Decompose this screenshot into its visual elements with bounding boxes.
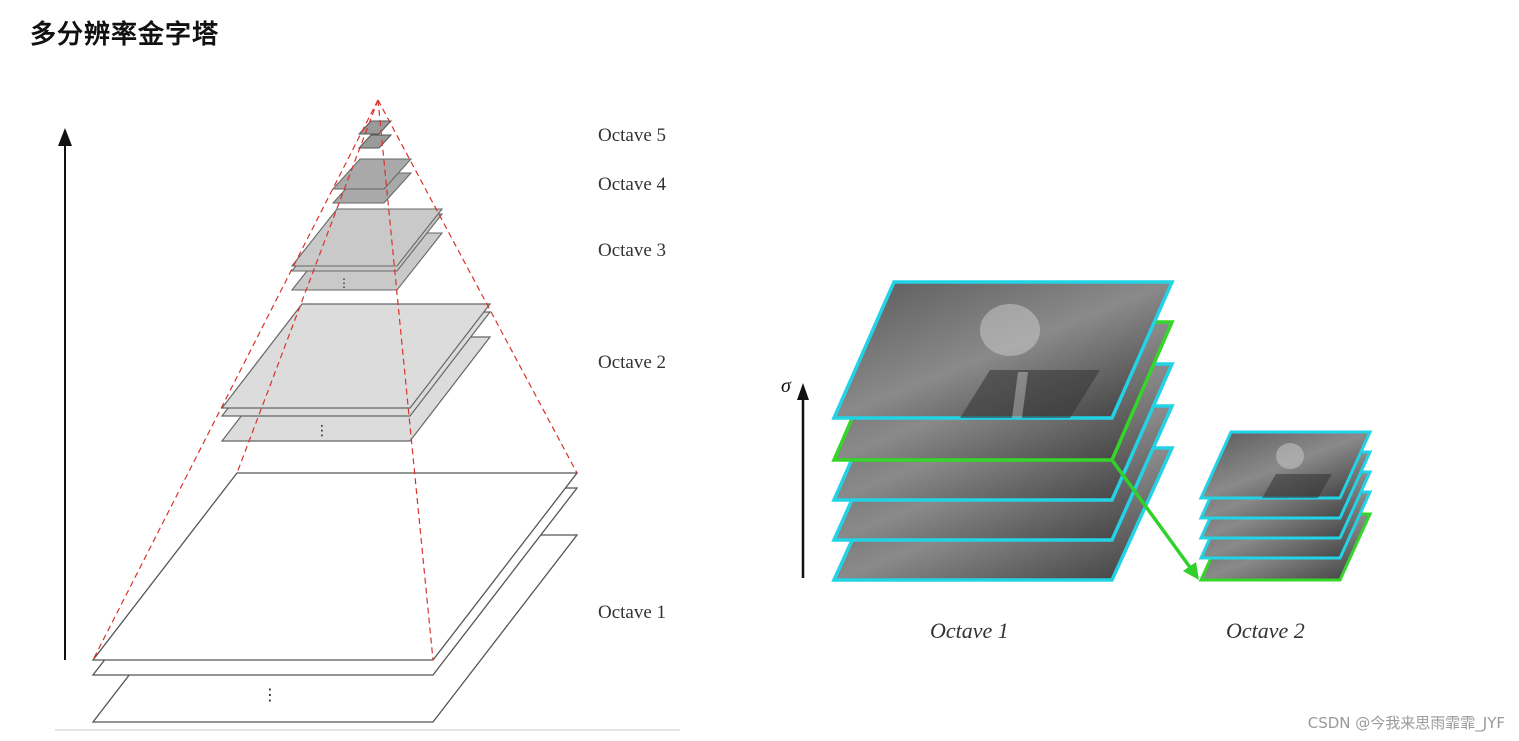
portrait-image-small [1262, 443, 1332, 498]
octave-2-label: Octave 2 [1226, 618, 1305, 643]
octave-2-ellipsis: ⋮ [315, 423, 329, 439]
octave-3-ellipsis: ⋮ [338, 276, 350, 290]
octave-label-4: Octave 4 [598, 174, 667, 195]
octave-2-plane-1 [220, 303, 492, 409]
octave-4-plane-1 [331, 158, 413, 190]
watermark: CSDN @今我来思雨霏霏_JYF [1307, 714, 1505, 732]
octave-1-ellipsis: ⋮ [262, 685, 278, 704]
octave-2-stack [1198, 430, 1373, 582]
pyramid-edge-back [236, 99, 379, 474]
octave-1-planes [91, 472, 579, 723]
pyramid-edge-right [377, 99, 578, 474]
sigma-axis-arrowhead [797, 383, 809, 400]
pyramid-edge-front [377, 99, 434, 661]
octave-3-plane-1 [290, 208, 444, 267]
portrait-head [980, 304, 1040, 356]
downsample-arrow [1110, 458, 1194, 572]
octave-1-plane-1 [91, 472, 579, 661]
octave-5-plane-2 [357, 134, 393, 149]
portrait-image [960, 304, 1100, 418]
octave-label-5: Octave 5 [598, 125, 666, 146]
octave-label-3: Octave 3 [598, 240, 666, 261]
octave-label-1: Octave 1 [598, 602, 666, 623]
portrait-body [960, 370, 1100, 418]
sigma-label: σ [781, 375, 792, 397]
scale-axis-arrowhead [58, 128, 72, 146]
octave-1-label: Octave 1 [930, 618, 1009, 643]
scale-space-diagram: σ Octave 1 Octave 2 [781, 280, 1373, 643]
octave-4-planes [331, 158, 413, 204]
downsample-arrowhead [1183, 562, 1199, 580]
portrait-body-small [1262, 474, 1332, 498]
octave-5-planes [357, 120, 393, 149]
pyramid-edge-left [92, 99, 379, 661]
portrait-head-small [1276, 443, 1304, 469]
octave-2-planes [220, 303, 492, 442]
pyramid-diagram: ⋮ ⋮ ⋮ Octave 5 Octave 4 Octave 3 Octave … [55, 99, 680, 731]
octave-label-2: Octave 2 [598, 352, 666, 373]
portrait-tie [1012, 372, 1028, 418]
octave-3-planes [290, 208, 444, 291]
page-title: 多分辨率金字塔 [30, 20, 220, 50]
pyramid-edges [92, 99, 578, 661]
